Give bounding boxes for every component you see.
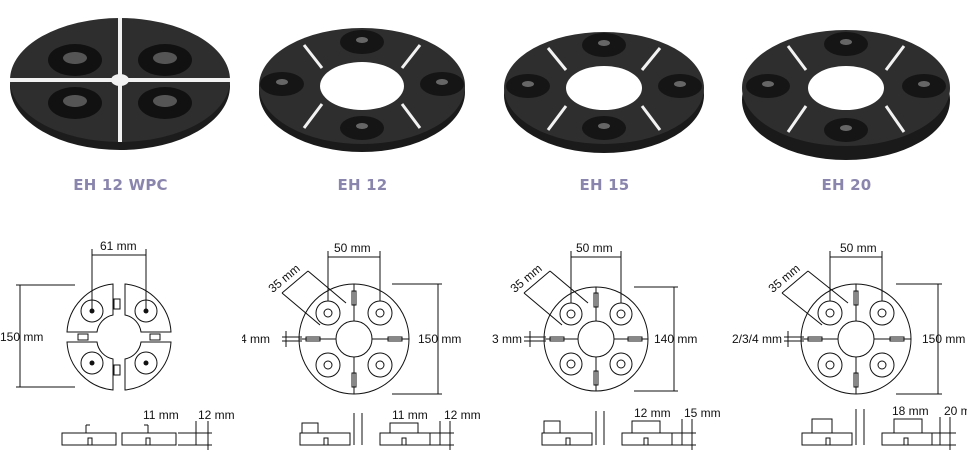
technical-drawing-eh12: 50 mm 35 mm 150 mm 2/3/4 mm 11 mm 12 mm	[242, 241, 481, 450]
product-column-eh15: EH 15	[484, 0, 725, 455]
height-dimension-low: 11 mm	[143, 408, 179, 422]
product-column-eh12wpc: EH 12 WPC	[0, 0, 241, 455]
joint-dimension: 3 mm	[492, 332, 522, 346]
angled-dimension: 35 mm	[266, 261, 303, 295]
product-column-eh12: EH 12	[242, 0, 483, 455]
angled-dimension: 35 mm	[766, 261, 803, 295]
product-label: EH 20	[821, 176, 872, 194]
joint-dimension: 2/3/4 mm	[732, 332, 782, 346]
joint-dimension: 2/3/4 mm	[242, 332, 270, 346]
spacing-dimension: 50 mm	[840, 241, 877, 255]
spacing-dimension: 50 mm	[576, 241, 613, 255]
height-dimension-high: 12 mm	[444, 408, 481, 422]
product-label: EH 15	[579, 176, 630, 194]
diameter-dimension: 150 mm	[922, 332, 965, 346]
spacing-dimension: 61 mm	[100, 239, 137, 253]
height-dimension-high: 12 mm	[198, 408, 235, 422]
product-label: EH 12 WPC	[73, 176, 168, 194]
technical-drawing-eh12wpc: 61 mm 150 mm 11 mm 12 mm	[0, 239, 235, 450]
height-dimension-high: 15 mm	[684, 406, 721, 420]
height-dimension-low: 12 mm	[634, 406, 671, 420]
diameter-dimension: 150 mm	[0, 330, 43, 344]
diameter-dimension: 150 mm	[418, 332, 461, 346]
angled-dimension: 35 mm	[508, 261, 545, 295]
product-photo-eh20	[742, 30, 950, 160]
spacing-dimension: 50 mm	[334, 241, 371, 255]
product-label: EH 12	[337, 176, 388, 194]
product-photo-eh15	[504, 32, 704, 153]
product-photo-eh12	[259, 28, 465, 152]
height-dimension-low: 11 mm	[392, 408, 428, 422]
diameter-dimension: 140 mm	[654, 332, 697, 346]
height-dimension-low: 18 mm	[892, 404, 929, 418]
technical-drawing-eh20: 50 mm 35 mm 150 mm 2/3/4 mm 18 mm 20 mm	[732, 241, 967, 450]
height-dimension-high: 20 mm	[944, 404, 967, 418]
product-column-eh20: EH 20	[726, 0, 967, 455]
product-photo-eh12wpc	[10, 18, 230, 150]
technical-drawing-eh15: 50 mm 35 mm 140 mm 3 mm 12 mm 15 mm	[492, 241, 721, 450]
